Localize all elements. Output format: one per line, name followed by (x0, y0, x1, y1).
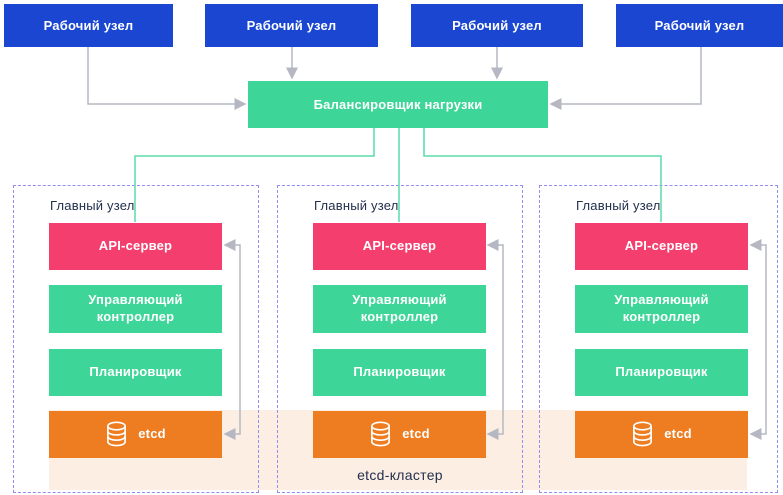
scheduler-box: Планировщик (575, 349, 748, 396)
worker-node-3: Рабочий узел (411, 4, 583, 47)
scheduler-box: Планировщик (313, 349, 486, 396)
database-icon (371, 421, 391, 447)
etcd-cluster-label: etcd-кластер (357, 467, 443, 483)
worker-node-1: Рабочий узел (4, 4, 173, 47)
load-balancer-box: Балансировщик нагрузки (248, 81, 548, 128)
master-node-title: Главный узел (314, 198, 399, 213)
controller-manager-box: Управляющий контроллер (49, 285, 222, 333)
worker-node-4: Рабочий узел (616, 4, 783, 47)
master-node-panel-2: Главный узел API-сервер Управляющий конт… (277, 185, 523, 493)
arrow-worker4-to-lb (549, 47, 702, 110)
worker-node-label: Рабочий узел (452, 18, 542, 33)
master-node-title: Главный узел (50, 198, 135, 213)
master-node-panel-3: Главный узел API-сервер Управляющий конт… (539, 185, 778, 493)
api-server-box: API-сервер (575, 223, 748, 270)
controller-manager-box: Управляющий контроллер (313, 285, 486, 333)
scheduler-box: Планировщик (49, 349, 222, 396)
etcd-box: etcd (575, 411, 748, 458)
master-node-panel-1: Главный узел API-сервер Управляющий конт… (13, 185, 259, 493)
worker-node-label: Рабочий узел (246, 18, 337, 33)
database-icon (633, 421, 653, 447)
worker-node-label: Рабочий узел (654, 18, 745, 33)
api-server-box: API-сервер (313, 223, 486, 270)
etcd-box: etcd (49, 411, 222, 458)
load-balancer-label: Балансировщик нагрузки (313, 97, 483, 112)
etcd-box: etcd (313, 411, 486, 458)
database-icon (107, 421, 127, 447)
arrow-worker1-to-lb (87, 47, 247, 110)
api-server-box: API-сервер (49, 223, 222, 270)
controller-manager-box: Управляющий контроллер (575, 285, 748, 333)
master-node-title: Главный узел (576, 198, 661, 213)
worker-node-label: Рабочий узел (43, 18, 134, 33)
worker-node-2: Рабочий узел (205, 4, 378, 47)
